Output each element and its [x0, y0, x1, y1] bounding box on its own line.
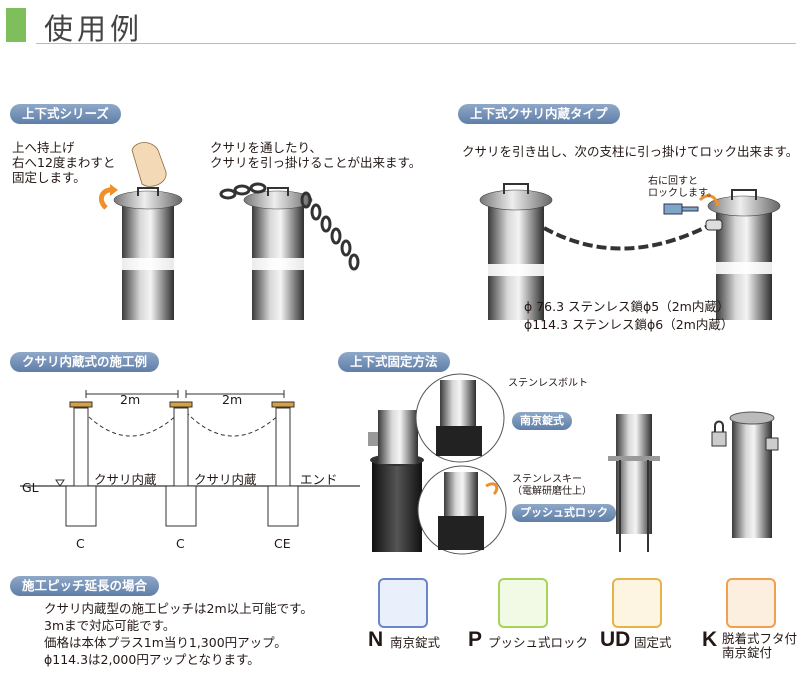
padlock-type-icon — [378, 578, 428, 628]
chain-builtin-illustration — [479, 183, 781, 320]
page-header: 使用例 — [6, 6, 796, 46]
foot-label-3: CE — [274, 536, 291, 551]
span-label-1: 2m — [120, 392, 141, 407]
heading-pitch-extension: 施工ピッチ延長の場合 — [10, 576, 160, 596]
removable-lid-icon — [726, 578, 776, 628]
fixed-type-icon — [612, 578, 662, 628]
bollard-lift-illustration — [99, 142, 183, 320]
padlock-type-tag: 南京錠式 — [512, 412, 572, 430]
key-icon — [663, 203, 699, 215]
gl-label: GL — [22, 480, 39, 495]
foot-label-2: C — [176, 536, 185, 551]
post-label-2: クサリ内蔵 — [194, 472, 257, 487]
caption-chain-hook: クサリを通したり、 クサリを引っ掛けることが出来ます。 — [210, 140, 422, 170]
span-label-2: 2m — [222, 392, 243, 407]
fixing-method-illustration — [368, 373, 779, 555]
heading-updown-series: 上下式シリーズ — [10, 104, 121, 124]
foot-label-1: C — [76, 536, 85, 551]
post-label-1: クサリ内蔵 — [94, 472, 157, 487]
bolt-label: ステンレスボルト — [508, 378, 588, 389]
chain-icon — [219, 182, 360, 271]
pitch-extension-text: クサリ内蔵型の施工ピッチは2m以上可能です。 3mまで対応可能です。 価格は本体… — [44, 601, 313, 667]
caption-lift-rotate: 上へ持上げ 右へ12度まわすと 固定します。 — [12, 140, 116, 185]
heading-chain-installation: クサリ内蔵式の施工例 — [10, 352, 160, 372]
padlock-icon-2 — [765, 437, 779, 451]
heading-chain-builtin: 上下式クサリ内蔵タイプ — [458, 104, 620, 124]
push-lock-tag: プッシュ式ロック — [512, 504, 616, 522]
rotate-arrow-icon — [485, 482, 499, 496]
hand-icon — [131, 142, 167, 187]
title-divider — [36, 43, 796, 44]
title-accent-bar — [6, 8, 26, 42]
end-label: エンド — [300, 472, 338, 487]
rotate-arrow-icon — [698, 194, 720, 207]
heading-fixing-method: 上下式固定方法 — [338, 352, 450, 372]
padlock-icon — [711, 420, 727, 447]
chain-specs: ϕ 76.3 ステンレス鎖ϕ5（2m内蔵） ϕ114.3 ステンレス鎖ϕ6（2m… — [524, 299, 734, 332]
bollard-chain-illustration — [219, 182, 360, 320]
lock-note: 右に回すと ロックします。 — [648, 176, 717, 199]
chain-icon — [543, 224, 709, 251]
key-label: ステンレスキー （電解研磨仕上） — [512, 474, 592, 497]
push-lock-type-icon — [498, 578, 548, 628]
page-title: 使用例 — [44, 12, 144, 46]
installation-diagram — [20, 390, 360, 527]
caption-chain-builtin: クサリを引き出し、次の支柱に引っ掛けてロック出来ます。 — [462, 144, 799, 159]
